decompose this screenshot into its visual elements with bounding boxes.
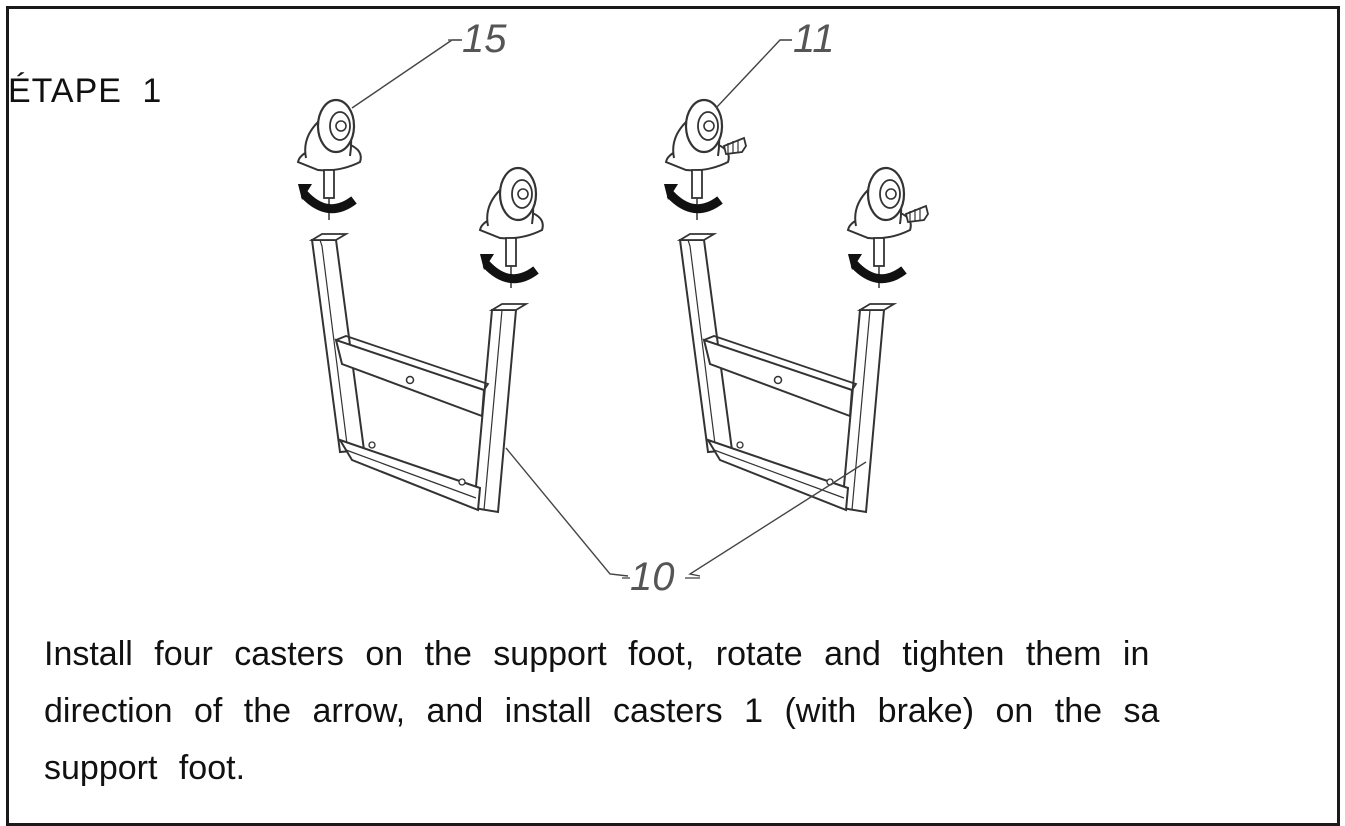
instruction-line: support foot. [44, 749, 246, 787]
callout-10: 10 [630, 555, 675, 599]
callout-dashes [448, 39, 791, 579]
brake-icon [905, 205, 929, 223]
instruction-line: direction of the arrow, and install cast… [44, 692, 1160, 730]
callout-11: 11 [793, 17, 835, 61]
instruction-text: Install four casters on the support foot… [44, 626, 1344, 797]
instruction-line: Install four casters on the support foot… [44, 635, 1150, 673]
left-assembly [298, 98, 544, 513]
brake-icon [723, 137, 747, 155]
leader-lines [351, 39, 867, 577]
right-assembly [664, 98, 929, 513]
assembly-diagram: 15 11 10 [0, 17, 929, 599]
step-title: ÉTAPE 1 [8, 72, 163, 110]
callout-15: 15 [462, 17, 507, 61]
